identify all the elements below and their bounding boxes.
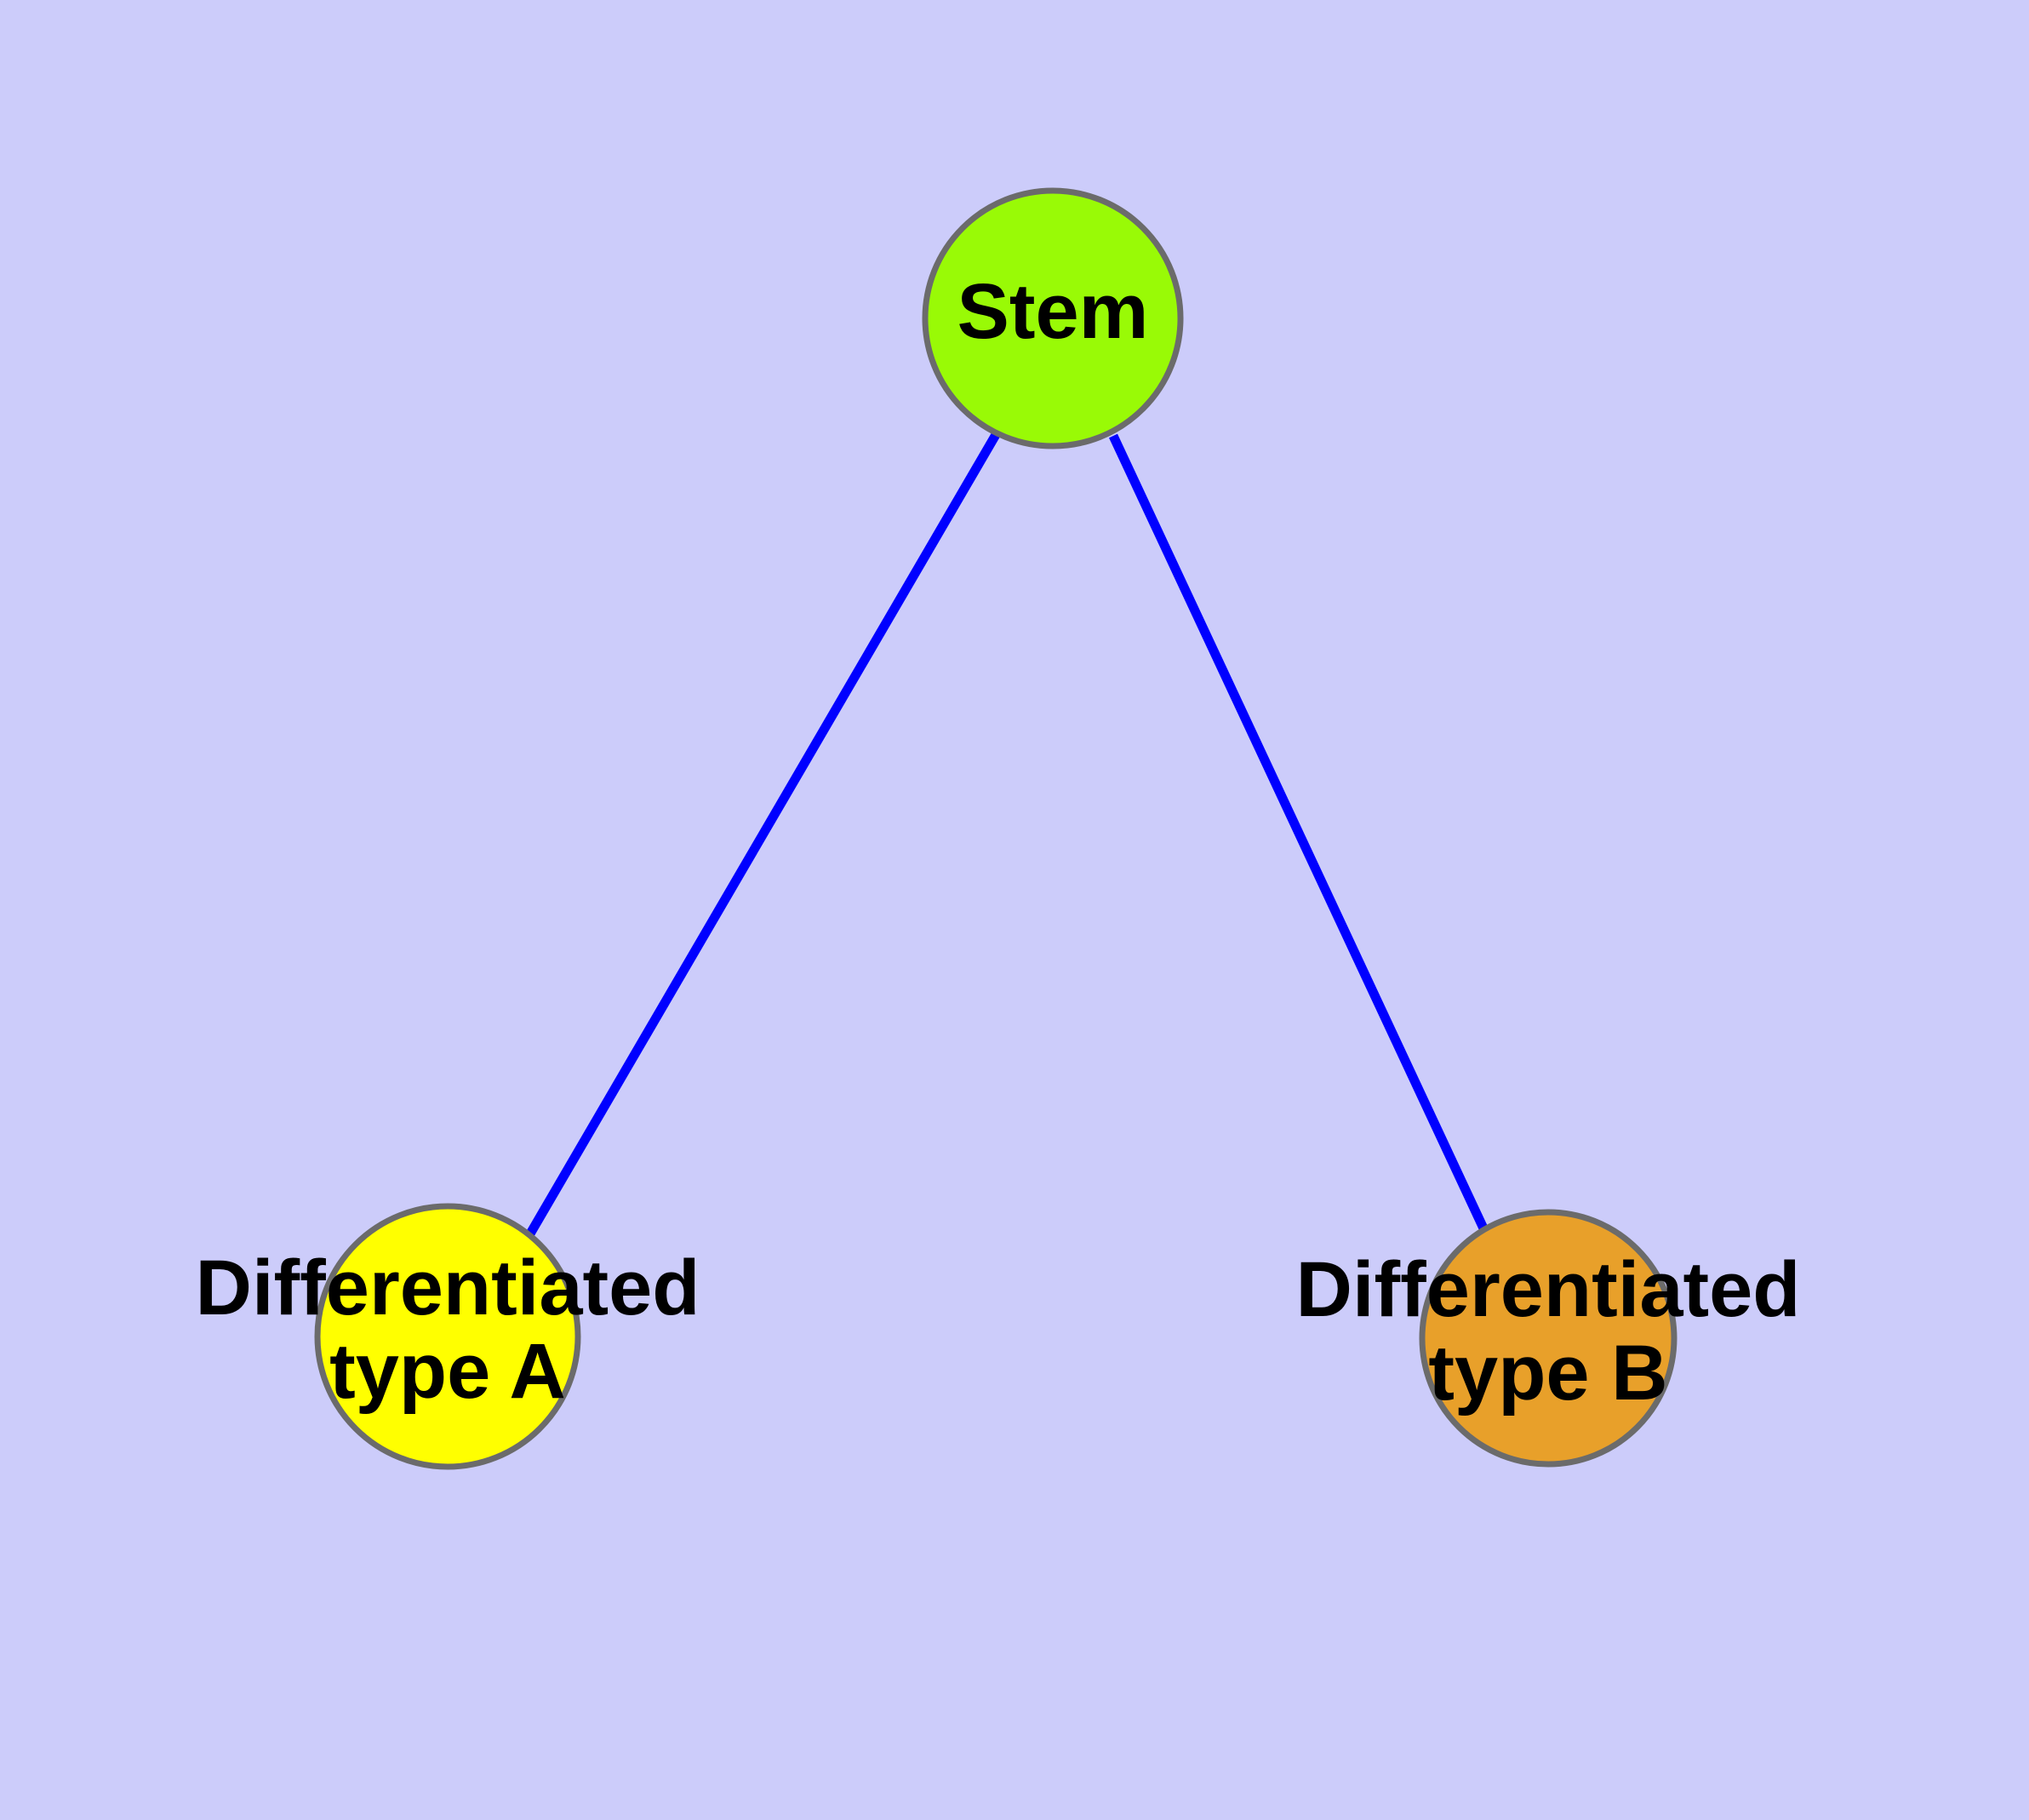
graph-node-label-line: type B [1428, 1330, 1667, 1417]
graph-node-label-line: Stem [957, 268, 1149, 355]
graph-node-label-line: Differentiated [196, 1245, 700, 1331]
graph-node-diff-b[interactable] [1419, 1209, 1677, 1468]
graph-node-label-line: Differentiated [1296, 1246, 1801, 1333]
graph-node-label-stem: Stem [957, 268, 1149, 355]
graph-node-label-line: type A [329, 1328, 566, 1415]
graph-node-stem[interactable] [922, 187, 1184, 449]
graph-edge-stem-to-diff-b[interactable] [1109, 433, 1489, 1233]
edge-layer [525, 431, 1489, 1238]
graph-node-diff-a[interactable] [314, 1203, 581, 1470]
node-layer [314, 187, 1677, 1470]
graph-edge-stem-to-diff-a[interactable] [525, 431, 1001, 1238]
